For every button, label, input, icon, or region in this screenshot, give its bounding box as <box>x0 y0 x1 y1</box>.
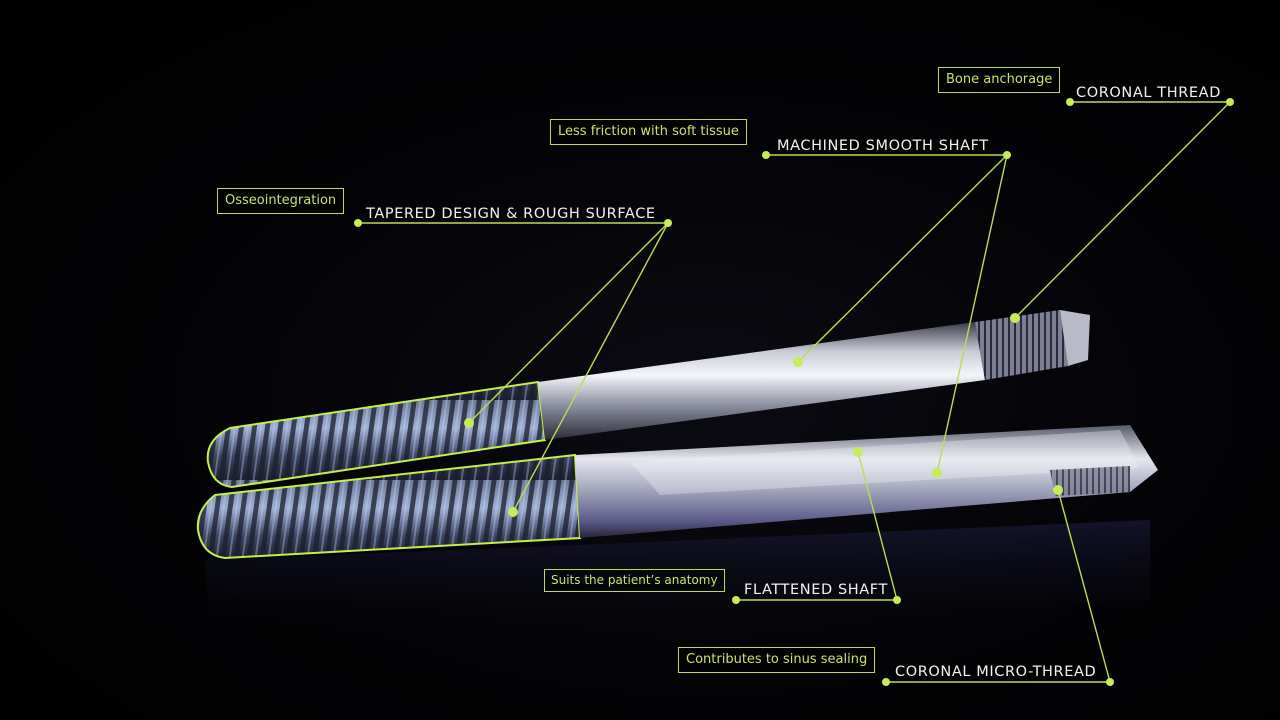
callout-tag-sinus-sealing: Contributes to sinus sealing <box>678 647 876 673</box>
callout-title-flattened-shaft: FLATTENED SHAFT <box>744 582 888 598</box>
callout-tag-bone-anchorage: Bone anchorage <box>938 67 1061 93</box>
callout-title-machined-smooth-shaft: MACHINED SMOOTH SHAFT <box>777 138 989 154</box>
callout-title-coronal-micro-thread: CORONAL MICRO-THREAD <box>895 664 1097 680</box>
callout-tag-osseointegration: Osseointegration <box>217 188 345 214</box>
callout-tag-suits-anatomy: Suits the patient’s anatomy <box>544 569 725 592</box>
callout-tag-less-friction: Less friction with soft tissue <box>550 119 747 145</box>
callout-title-tapered-design: TAPERED DESIGN & ROUGH SURFACE <box>366 206 656 222</box>
callout-title-coronal-thread: CORONAL THREAD <box>1076 85 1221 101</box>
